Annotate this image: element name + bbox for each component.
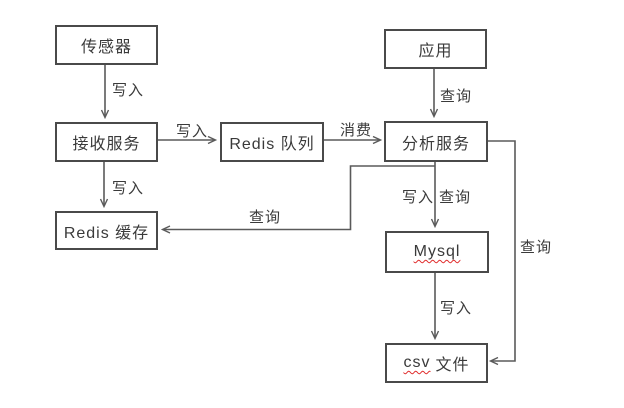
- node-app-label: 应用: [418, 43, 453, 60]
- node-redis-cache-label: Redis 缓存: [63, 224, 150, 242]
- edge-label-sensor-to-receive: 写入: [112, 82, 145, 99]
- node-mysql: Mysql: [385, 231, 489, 273]
- node-sensor: 传感器: [55, 25, 158, 65]
- node-analysis-service-label: 分析服务: [401, 135, 470, 153]
- edge-label-mysql-to-csv: 写入: [440, 300, 473, 317]
- node-csv-file-label-zh: 文件: [435, 357, 470, 374]
- node-receive-service-label: 接收服务: [72, 136, 141, 153]
- edge-label-analysis-to-csv: 查询: [520, 239, 553, 256]
- node-receive-service: 接收服务: [55, 122, 158, 162]
- node-redis-cache: Redis 缓存: [55, 211, 158, 250]
- edge-label-analysis-to-mysql-query: 查询: [439, 189, 472, 206]
- edge-label-receive-to-cache: 写入: [112, 180, 145, 197]
- node-sensor-label: 传感器: [80, 39, 132, 56]
- node-redis-queue: Redis 队列: [220, 122, 324, 162]
- node-mysql-label: Mysql: [413, 243, 461, 260]
- edge-analysis-to-cache: [160, 165, 435, 234]
- node-analysis-service: 分析服务: [384, 121, 488, 162]
- node-redis-queue-label: Redis 队列: [229, 136, 315, 153]
- node-csv-file-label-en: csv: [403, 354, 431, 371]
- edge-label-receive-to-queue: 写入: [176, 123, 209, 140]
- edge-label-analysis-to-mysql-write: 写入: [402, 189, 435, 206]
- node-app: 应用: [384, 29, 487, 69]
- edge-label-app-to-analysis: 查询: [440, 88, 473, 105]
- edge-label-queue-to-analysis: 消费: [340, 122, 373, 139]
- edge-label-analysis-to-cache: 查询: [249, 209, 282, 226]
- edge-analysis-to-csv: [488, 140, 516, 366]
